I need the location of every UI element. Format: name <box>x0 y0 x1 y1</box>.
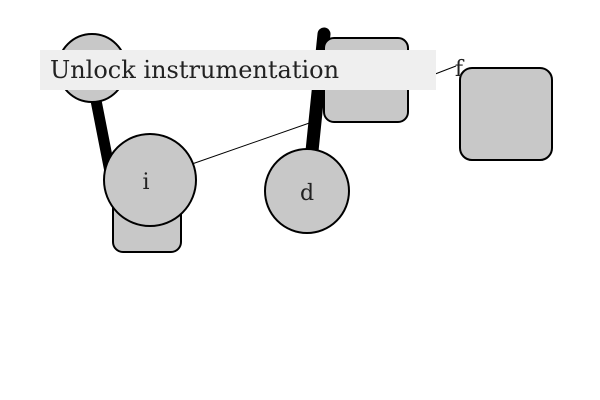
banner-text: Unlock instrumentation <box>50 56 339 84</box>
node-f-label: f <box>455 57 465 82</box>
node-d <box>264 148 350 234</box>
node-i <box>103 133 197 227</box>
banner-background <box>40 50 436 90</box>
edge-i-to-square <box>191 119 319 165</box>
node-d-label: d <box>300 181 314 206</box>
node-i-label: i <box>142 170 149 195</box>
node-f-box <box>459 67 553 161</box>
